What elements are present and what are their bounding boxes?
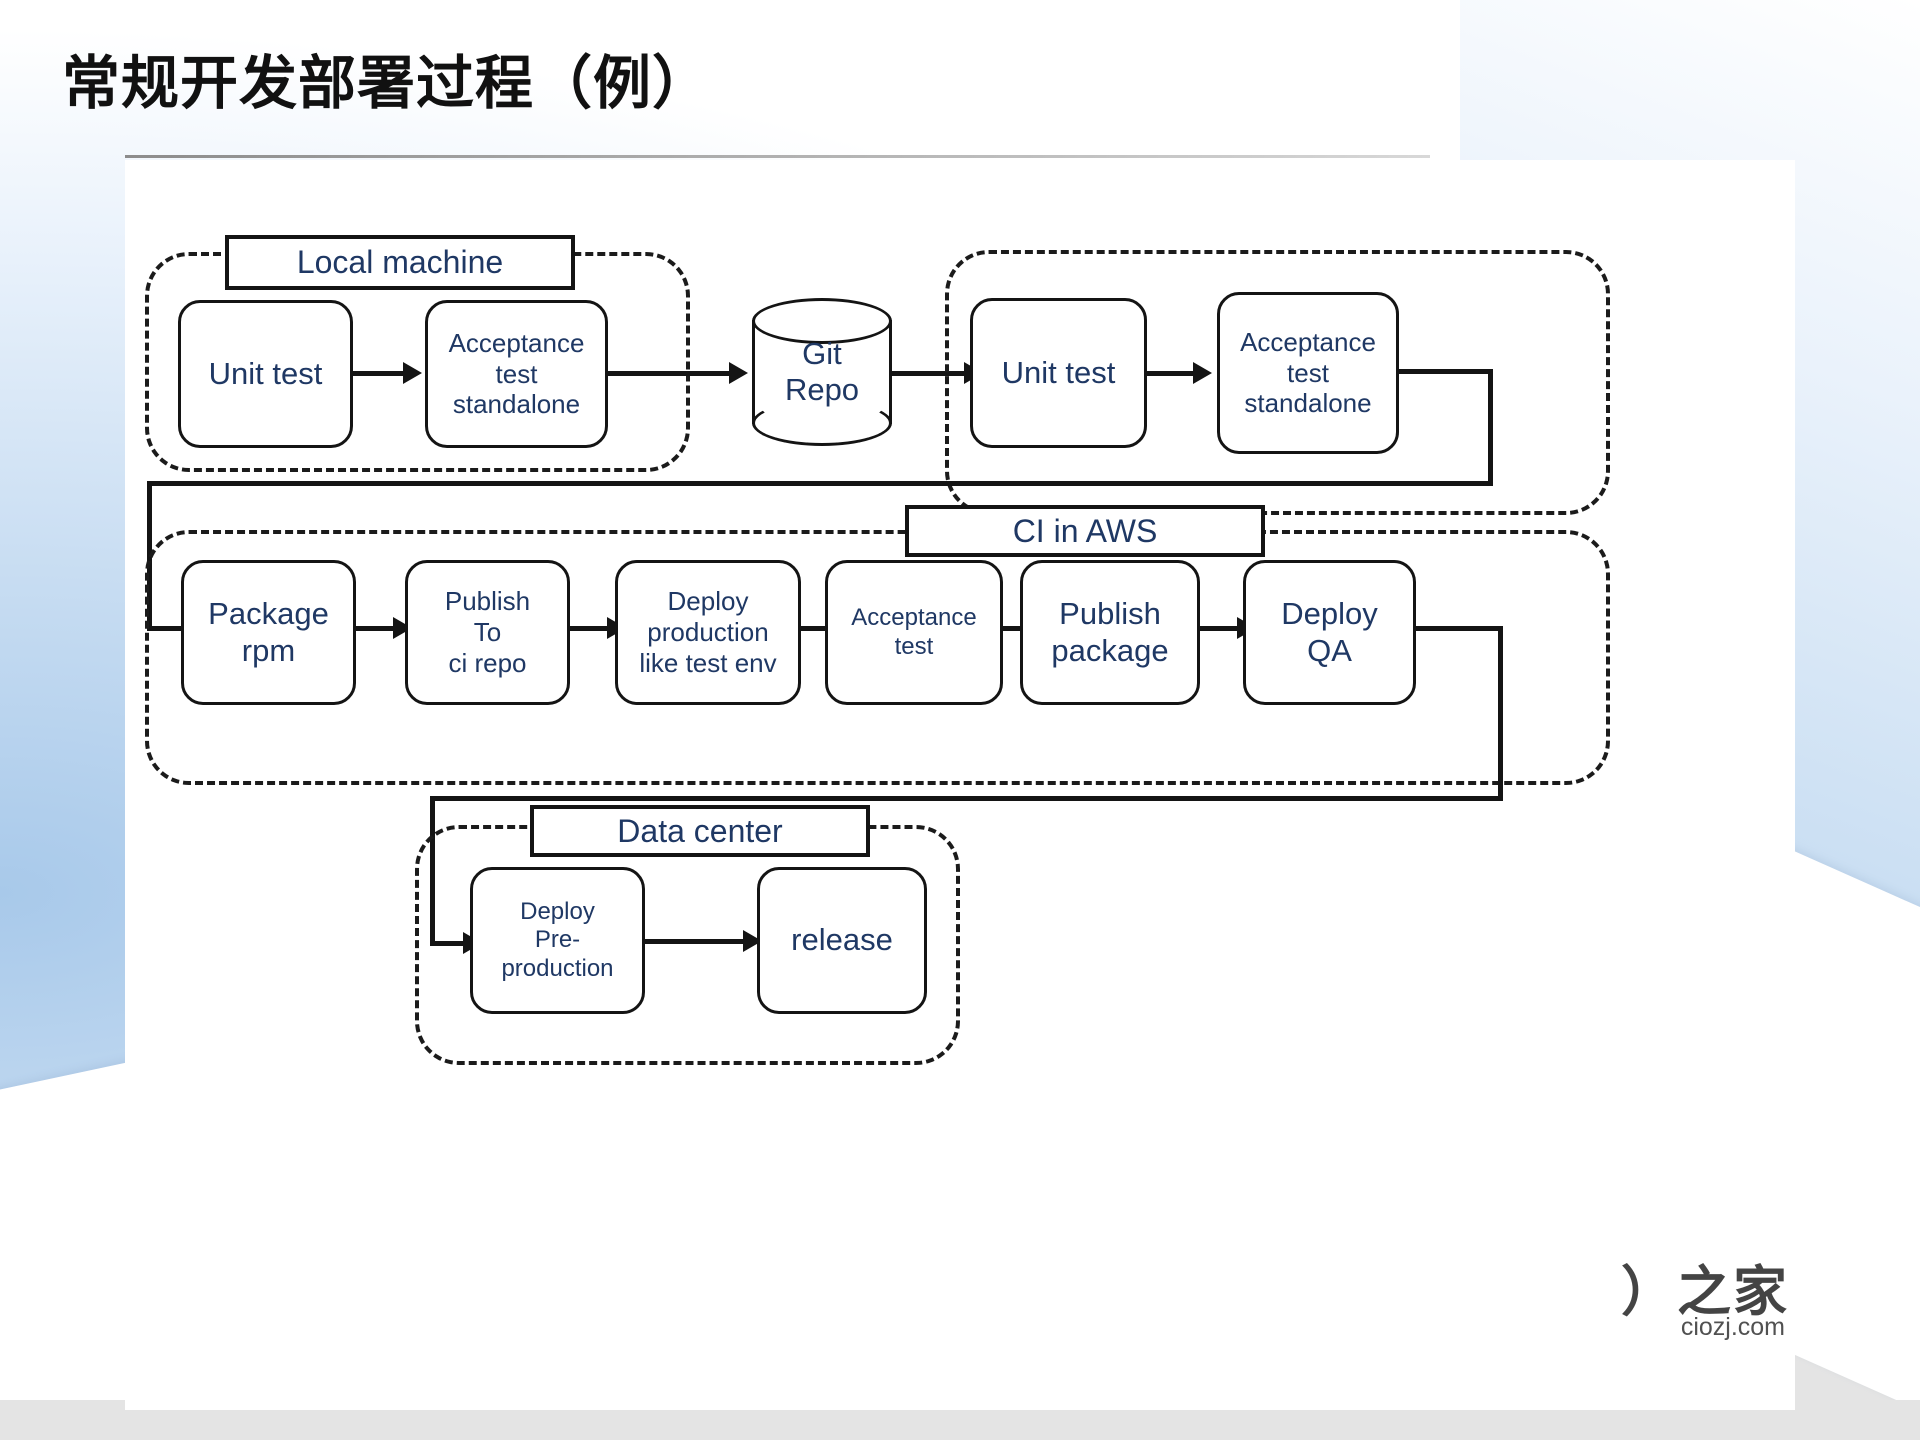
node-acceptance-test-standalone-ci-label: Acceptance test standalone bbox=[1240, 326, 1376, 419]
connector-pre-production-to-release bbox=[645, 939, 749, 944]
route-acceptance-ci-right bbox=[1399, 369, 1493, 374]
git-repo-cylinder-bottom bbox=[752, 400, 892, 446]
connector-publish-package-to-deploy-qa bbox=[1200, 626, 1242, 631]
arrowhead-unit-to-acceptance-local bbox=[403, 362, 422, 384]
route-into-package-rpm bbox=[147, 626, 191, 631]
route-deploy-qa-right bbox=[1416, 626, 1503, 631]
group-data-center-label-text: Data center bbox=[617, 812, 783, 849]
node-deploy-pre-production-label: Deploy Pre- production bbox=[501, 898, 614, 982]
node-deploy-qa-label: Deploy QA bbox=[1281, 595, 1378, 668]
node-publish-to-ci-repo-label: Publish To ci repo bbox=[444, 586, 531, 678]
page-title: 常规开发部署过程（例） bbox=[62, 49, 712, 117]
node-package-rpm-label: Package rpm bbox=[208, 595, 329, 668]
node-acceptance-test: Acceptance test bbox=[825, 560, 1003, 705]
route-deploy-qa-to-left bbox=[430, 796, 1503, 801]
group-ci-in-aws-lower bbox=[145, 530, 1610, 785]
connector-git-to-unit-test-ci bbox=[892, 371, 968, 376]
node-acceptance-test-label: Acceptance test bbox=[851, 604, 977, 660]
node-unit-test-local: Unit test bbox=[178, 300, 353, 448]
watermark-url-text: ciozj.com bbox=[1680, 1313, 1785, 1341]
connector-unit-to-acceptance-local bbox=[353, 371, 405, 376]
arrowhead-acceptance-local-to-git bbox=[729, 362, 748, 384]
connector-deploy-prod-like-to-acceptance bbox=[801, 626, 843, 631]
node-unit-test-local-label: Unit test bbox=[208, 355, 323, 391]
title-divider bbox=[125, 155, 1430, 158]
route-acceptance-ci-down bbox=[1488, 369, 1493, 486]
node-deploy-qa: Deploy QA bbox=[1243, 560, 1416, 705]
route-deploy-qa-down bbox=[1498, 626, 1503, 801]
connector-package-to-publish-ci-repo bbox=[356, 626, 398, 631]
watermark-logo-text: ）之家 bbox=[1621, 1260, 1789, 1323]
arrowhead-unit-to-acceptance-ci bbox=[1193, 362, 1212, 384]
site-watermark: ）之家 ciozj.com bbox=[1580, 1247, 1795, 1352]
group-ci-in-aws-label-text: CI in AWS bbox=[1012, 512, 1158, 549]
node-publish-to-ci-repo: Publish To ci repo bbox=[405, 560, 570, 705]
node-package-rpm: Package rpm bbox=[181, 560, 356, 705]
node-publish-package-label: Publish package bbox=[1051, 595, 1169, 668]
connector-acceptance-local-to-git bbox=[608, 371, 733, 376]
group-data-center-label: Data center bbox=[530, 805, 870, 857]
group-local-machine-label-text: Local machine bbox=[296, 244, 504, 280]
group-local-machine-label: Local machine bbox=[225, 235, 575, 290]
node-git-repo: Git Repo bbox=[752, 298, 892, 446]
node-deploy-pre-production: Deploy Pre- production bbox=[470, 867, 645, 1014]
node-acceptance-test-standalone-local: Acceptance test standalone bbox=[425, 300, 608, 448]
node-deploy-production-like-test-env: Deploy production like test env bbox=[615, 560, 801, 705]
git-repo-cylinder-top bbox=[752, 298, 892, 344]
node-publish-package: Publish package bbox=[1020, 560, 1200, 705]
route-down-to-pre-production bbox=[430, 796, 435, 946]
group-ci-in-aws-label: CI in AWS bbox=[905, 505, 1265, 557]
node-unit-test-ci-label: Unit test bbox=[1001, 354, 1116, 390]
route-acceptance-ci-to-left bbox=[147, 481, 1493, 486]
node-acceptance-test-standalone-local-label: Acceptance test standalone bbox=[448, 327, 585, 420]
node-release-label: release bbox=[791, 922, 893, 958]
connector-publish-to-deploy-prod-like bbox=[570, 626, 612, 631]
route-into-pre-production bbox=[430, 941, 468, 946]
diagram-canvas: Local machine Unit test Acceptance test … bbox=[125, 160, 1795, 1410]
node-acceptance-test-standalone-ci: Acceptance test standalone bbox=[1217, 292, 1399, 454]
node-deploy-production-like-test-env-label: Deploy production like test env bbox=[639, 586, 777, 678]
connector-unit-to-acceptance-ci bbox=[1147, 371, 1197, 376]
group-ci-in-aws-upper bbox=[945, 250, 1610, 515]
node-unit-test-ci: Unit test bbox=[970, 298, 1147, 448]
node-release: release bbox=[757, 867, 927, 1014]
node-git-repo-label: Git Repo bbox=[784, 336, 860, 407]
